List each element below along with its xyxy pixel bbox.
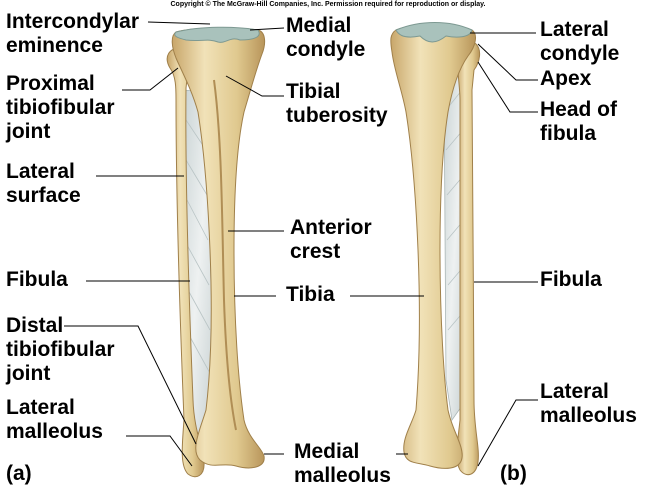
fibula-shape-b <box>456 40 481 476</box>
tibia-shape-b <box>390 25 476 469</box>
label-intercondylar-eminence: Intercondylar eminence <box>6 10 140 57</box>
label-lateral-malleolus-a: Lateral malleolus <box>6 396 103 443</box>
label-tibia: Tibia <box>286 283 335 306</box>
leader-apex <box>477 43 538 81</box>
label-medial-malleolus: Medial malleolus <box>294 440 391 487</box>
panel-tag-b: (b) <box>500 462 527 485</box>
label-tibial-tuberosity: Tibial tuberosity <box>286 80 388 127</box>
anterior-crest-ridge-a <box>213 79 237 431</box>
panel-a-bones <box>166 26 266 478</box>
tibial-plateau-a <box>174 26 260 43</box>
label-lateral-surface: Lateral surface <box>6 160 81 207</box>
label-distal-tibiofibular-joint: Distal tibiofibular joint <box>6 314 115 385</box>
label-lateral-condyle: Lateral condyle <box>540 18 620 65</box>
panel-tag-a: (a) <box>6 462 32 485</box>
copyright-notice: Copyright © The McGraw-Hill Companies, I… <box>170 1 486 8</box>
leader-lines-a <box>64 21 285 467</box>
leader-head-of-fibula <box>477 61 538 113</box>
panel-b-bones <box>390 22 481 476</box>
leader-tibial-tuberosity <box>225 75 284 97</box>
label-fibula-b: Fibula <box>540 268 602 291</box>
leader-proximal-tibiofibular-joint <box>122 67 179 91</box>
tibial-plateau-b <box>395 22 473 43</box>
label-medial-condyle: Medial condyle <box>286 14 366 61</box>
label-lateral-malleolus-b: Lateral malleolus <box>540 380 637 427</box>
label-apex: Apex <box>540 67 592 90</box>
label-proximal-tibiofibular-joint: Proximal tibiofibular joint <box>6 72 115 143</box>
leader-lines-b <box>350 32 538 467</box>
leader-lateral-malleolus-a <box>126 435 193 467</box>
leader-distal-tibiofibular-joint <box>64 325 197 445</box>
label-head-of-fibula: Head of fibula <box>540 98 618 145</box>
label-anterior-crest: Anterior crest <box>290 216 372 263</box>
leader-intercondylar-eminence <box>147 21 211 25</box>
leader-medial-condyle <box>249 27 285 31</box>
tibia-shape-a <box>171 27 266 469</box>
label-fibula-a: Fibula <box>6 268 68 291</box>
membrane-fibers-a <box>185 119 212 376</box>
leader-lateral-malleolus-b <box>477 399 538 467</box>
